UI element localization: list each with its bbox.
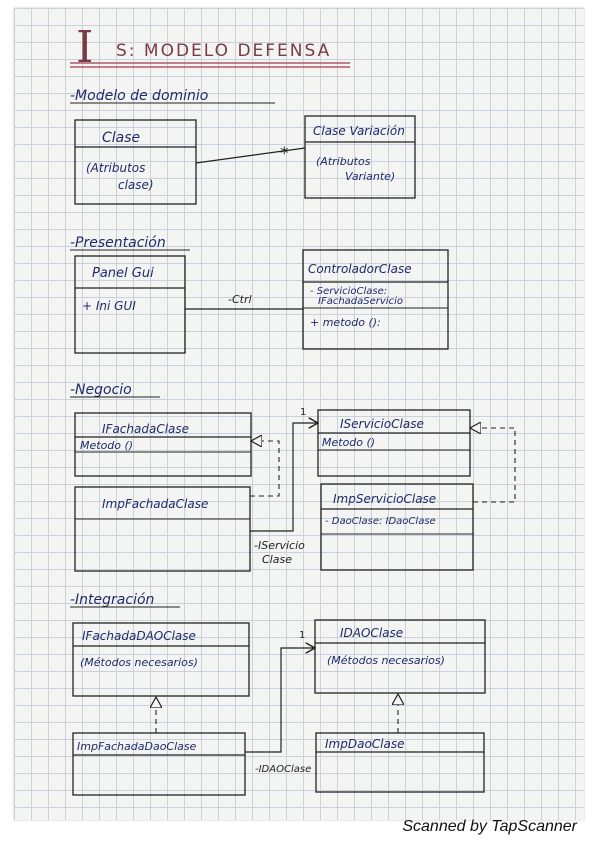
class-name: IFachadaDAOClase [82,629,196,643]
class-box-ifachada-clase: IFachadaClase Metodo () [74,412,252,477]
class-attr-line: (Métodos necesarios) [327,654,445,667]
page-title: I S: MODELO DEFENSA [70,22,350,73]
class-name: ImpServicioClase [333,492,436,506]
section-negocio: -Negocio [70,382,132,398]
class-box-controlador-clase: ControladorClase - ServicioClase: IFacha… [302,249,449,350]
class-name: ImpFachadaClase [102,497,208,511]
section-presentacion: -Presentación [70,235,166,251]
class-box-ifachada-dao-clase: IFachadaDAOClase (Métodos necesarios) [72,622,250,697]
class-name: Clase Variación [313,124,405,138]
class-name: ImpFachadaDaoClase [77,740,197,753]
association-clase-variacion [195,147,306,164]
class-box-panel-gui: Panel Gui + Ini GUI [74,255,186,354]
class-box-imp-servicio-clase: ImpServicioClase - DaoClase: IDaoClase [320,483,474,571]
multiplicity-star: * [280,144,289,164]
class-box-clase: Clase (Atributos clase) [74,119,197,205]
class-method-line: + metodo (): [310,316,381,329]
class-name: IServicioClase [340,417,424,431]
class-name: Panel Gui [92,266,154,281]
class-name: IFachadaClase [102,422,189,436]
class-box-idao-clase: IDAOClase (Métodos necesarios) [314,619,486,694]
class-attr-line: (Atributos [316,155,371,168]
class-name: IDAOClase [340,626,403,640]
association-iservicio [250,423,318,532]
multiplicity-one: 1 [299,630,305,641]
realization-imp-fachada [250,441,280,497]
grid-paper-sheet [14,8,584,820]
class-box-imp-dao-clase: ImpDaoClase [315,732,485,793]
class-box-imp-fachada-clase: ImpFachadaClase [74,486,251,572]
class-name: ControladorClase [308,262,412,276]
class-attr-line: IFachadaServicio [318,296,403,307]
association-label-ctrl: -Ctrl [228,293,252,306]
class-attr-line: - ServicioClase: [310,286,387,297]
section-integracion: -Integración [70,592,154,608]
association-idao [245,648,315,753]
section-modelo-dominio: -Modelo de dominio [70,88,208,104]
class-name: ImpDaoClase [325,737,404,751]
title-big-letter: I [76,22,93,73]
association-label-iservicio: Clase [262,553,292,566]
class-box-iservicio-clase: IServicioClase Metodo () [317,409,471,477]
realization-imp-servicio [470,428,516,503]
title-text: S: MODELO DEFENSA [116,41,331,61]
class-attr-line: - DaoClase: IDaoClase [325,516,436,527]
class-attr-line: Variante) [345,170,395,183]
class-attr-line: clase) [118,178,154,192]
class-method-line: + Ini GUI [82,299,136,313]
association-label-idao: -IDAOClase [255,764,311,775]
class-box-clase-variacion: Clase Variación (Atributos Variante) [304,115,416,199]
association-label-iservicio: -IServicio [254,539,305,552]
class-method-line: Metodo () [80,439,133,452]
class-attr-line: (Métodos necesarios) [80,656,198,669]
scanner-watermark: Scanned by TapScanner [402,818,577,835]
class-attr-line: (Atributos [86,161,145,175]
multiplicity-one: 1 [300,407,306,418]
class-name: Clase [102,130,140,146]
class-box-imp-fachada-dao-clase: ImpFachadaDaoClase [72,732,246,796]
class-method-line: Metodo () [322,436,375,449]
